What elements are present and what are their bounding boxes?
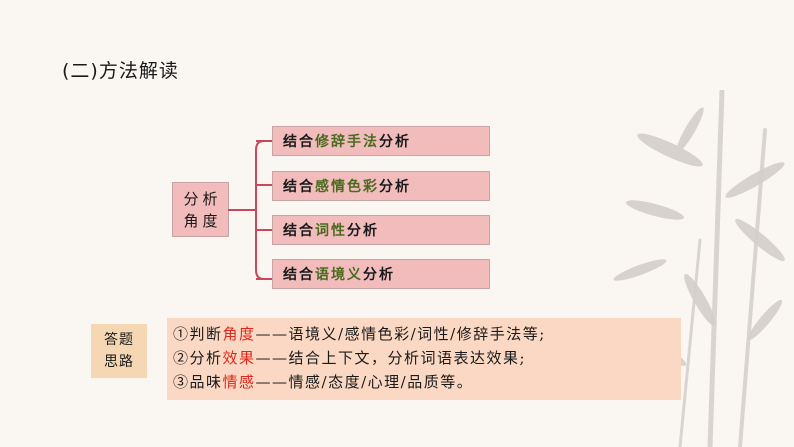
analysis-angle-label: 分析 角度 <box>172 182 229 237</box>
item-highlight: 修辞手法 <box>315 134 379 150</box>
step-highlight: 情感 <box>222 373 256 391</box>
method-item-part-of-speech: 结合词性分析 <box>272 215 490 245</box>
item-highlight: 词性 <box>315 223 347 239</box>
answer-approach-label: 答题 思路 <box>91 324 147 378</box>
step-prefix: ①判断 <box>173 325 223 343</box>
answer-steps: ①判断角度——语境义/感情色彩/词性/修辞手法等; ②分析效果——结合上下文，分… <box>167 318 681 400</box>
item-prefix: 结合 <box>283 179 315 195</box>
item-suffix: 分析 <box>379 134 411 150</box>
step-highlight: 角度 <box>222 325 256 343</box>
answer-step-3: ③品味情感——情感/态度/心理/品质等。 <box>173 370 681 394</box>
item-prefix: 结合 <box>283 134 315 150</box>
bracket-connector <box>228 140 272 280</box>
answer-step-2: ②分析效果——结合上下文，分析词语表达效果; <box>173 346 681 370</box>
step-text: ——结合上下文，分析词语表达效果; <box>255 349 527 367</box>
answer-label-line-2: 思路 <box>104 354 134 370</box>
step-prefix: ③品味 <box>173 373 223 391</box>
method-item-context: 结合语境义分析 <box>272 259 490 289</box>
analysis-angle-line-1: 分析 <box>183 189 222 208</box>
page-title: (二)方法解读 <box>62 60 179 82</box>
item-suffix: 分析 <box>363 267 395 283</box>
answer-label-line-1: 答题 <box>104 332 134 348</box>
item-highlight: 语境义 <box>315 267 363 283</box>
item-prefix: 结合 <box>283 223 315 239</box>
step-highlight: 效果 <box>222 349 256 367</box>
step-text: ——语境义/感情色彩/词性/修辞手法等; <box>255 325 546 343</box>
step-prefix: ②分析 <box>173 349 223 367</box>
step-text: ——情感/态度/心理/品质等。 <box>255 373 474 391</box>
item-prefix: 结合 <box>283 267 315 283</box>
answer-step-1: ①判断角度——语境义/感情色彩/词性/修辞手法等; <box>173 322 681 346</box>
item-suffix: 分析 <box>379 179 411 195</box>
analysis-angle-line-2: 角度 <box>183 211 222 230</box>
item-highlight: 感情色彩 <box>315 179 379 195</box>
item-suffix: 分析 <box>347 223 379 239</box>
method-item-rhetoric: 结合修辞手法分析 <box>272 126 490 156</box>
method-item-emotion: 结合感情色彩分析 <box>272 171 490 201</box>
